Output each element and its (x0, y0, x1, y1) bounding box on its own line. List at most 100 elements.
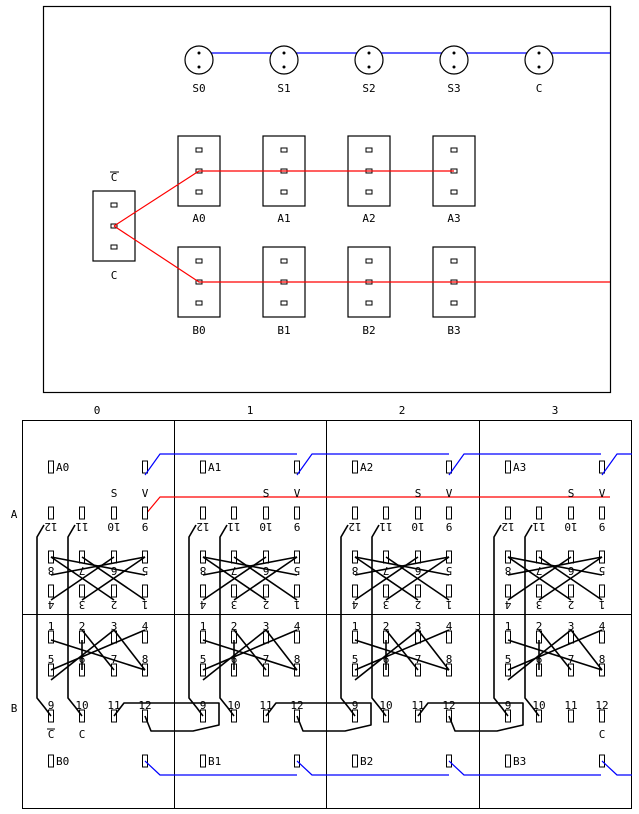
cross-wire (354, 629, 450, 671)
upper-pin-number: 4 (504, 598, 511, 611)
cross-wire (507, 556, 572, 601)
cross-wire (507, 556, 603, 576)
column-label: 0 (94, 404, 101, 417)
switch-contact-dot (367, 51, 371, 55)
toggle-switch-s2: S2 (354, 45, 384, 95)
carry-chain-wire (265, 702, 372, 732)
a-socket-label: A1 (277, 212, 290, 225)
switch-contact-dot (537, 65, 541, 69)
socket-pin (450, 147, 458, 153)
upper-pin-number: 6 (111, 564, 118, 577)
lower-pin-number: 11 (564, 699, 577, 712)
carry-loop-wire (188, 524, 204, 717)
a-output-pin (599, 460, 605, 474)
lower-pin-number: 2 (79, 620, 86, 633)
cross-wire (233, 556, 298, 601)
upper-pin-number: 7 (383, 564, 390, 577)
lower-pin-number: 11 (411, 699, 424, 712)
lower-pin-number: 1 (352, 620, 359, 633)
lower-pin-number: 1 (200, 620, 207, 633)
socket-pin (195, 300, 203, 306)
s-label: S (263, 487, 270, 500)
switch-contact-dot (452, 51, 456, 55)
lower-pin (599, 630, 605, 644)
switch-contact-dot (452, 65, 456, 69)
upper-pin (352, 584, 358, 598)
switch-circle (439, 45, 469, 75)
upper-pin-number: 12 (44, 520, 57, 533)
socket-pin (110, 202, 118, 208)
cross-wire (570, 629, 603, 671)
lower-pin-number: 9 (352, 699, 359, 712)
column-label: 3 (552, 404, 559, 417)
cross-wire (50, 629, 146, 671)
row-label: A (11, 508, 18, 521)
upper-pin-number: 8 (48, 564, 55, 577)
toggle-switch-s1: S1 (269, 45, 299, 95)
lower-pin (505, 630, 511, 644)
upper-pin (383, 506, 389, 520)
b-input-pin (200, 754, 206, 768)
a-blue-line (601, 453, 632, 476)
lower-pin-number: 8 (142, 653, 149, 666)
lower-pin-number: 9 (48, 699, 55, 712)
switch-label: S0 (192, 82, 205, 95)
upper-pin (568, 584, 574, 598)
b-input-label: B2 (360, 755, 373, 768)
lower-pin-number: 5 (200, 653, 207, 666)
b-blue-line (601, 760, 632, 776)
b-input-pin (352, 754, 358, 768)
upper-pin-number: 10 (411, 520, 424, 533)
lower-pin-number: 2 (383, 620, 390, 633)
upper-pin (294, 584, 300, 598)
toggle-switch-c: C (524, 45, 554, 95)
carry-loop-wire (36, 524, 52, 717)
upper-pin (415, 506, 421, 520)
upper-pin (111, 584, 117, 598)
upper-pin (142, 584, 148, 598)
upper-pin-number: 5 (142, 564, 149, 577)
a-input-label: A2 (360, 461, 373, 474)
lower-pin-number: 3 (111, 620, 118, 633)
socket-pin (450, 189, 458, 195)
socket-pin (365, 147, 373, 153)
v-label: V (142, 487, 149, 500)
lower-pin-number: 4 (294, 620, 301, 633)
upper-pin (200, 506, 206, 520)
upper-pin-number: 11 (379, 520, 392, 533)
switch-label: C (536, 82, 543, 95)
upper-pin-number: 7 (79, 564, 86, 577)
lower-pin-number: 3 (568, 620, 575, 633)
upper-pin (48, 584, 54, 598)
s-label: S (568, 487, 575, 500)
upper-pin-number: 2 (568, 598, 575, 611)
a-input-pin (352, 460, 358, 474)
s-label: S (111, 487, 118, 500)
socket-pin (110, 244, 118, 250)
socket-pin (365, 189, 373, 195)
switch-circle (184, 45, 214, 75)
upper-pin-number: 4 (199, 598, 206, 611)
lower-pin-number: 12 (138, 699, 151, 712)
socket-pin (450, 300, 458, 306)
upper-pin-number: 10 (564, 520, 577, 533)
upper-pin (294, 506, 300, 520)
upper-pin-number: 1 (142, 598, 149, 611)
lower-pin-number: 2 (231, 620, 238, 633)
carry-loop-wire (524, 524, 540, 717)
socket-pin (280, 189, 288, 195)
upper-pin-number: 4 (351, 598, 358, 611)
cross-wire (50, 556, 146, 576)
switch-contact-dot (537, 51, 541, 55)
upper-pin-number: 1 (446, 598, 453, 611)
socket-pin (195, 189, 203, 195)
lower-pin (48, 630, 54, 644)
socket-pin (450, 258, 458, 264)
upper-pin-number: 9 (142, 520, 149, 533)
switch-label: S3 (447, 82, 460, 95)
upper-pin (200, 584, 206, 598)
upper-pin-number: 2 (111, 598, 118, 611)
lower-pin (446, 630, 452, 644)
